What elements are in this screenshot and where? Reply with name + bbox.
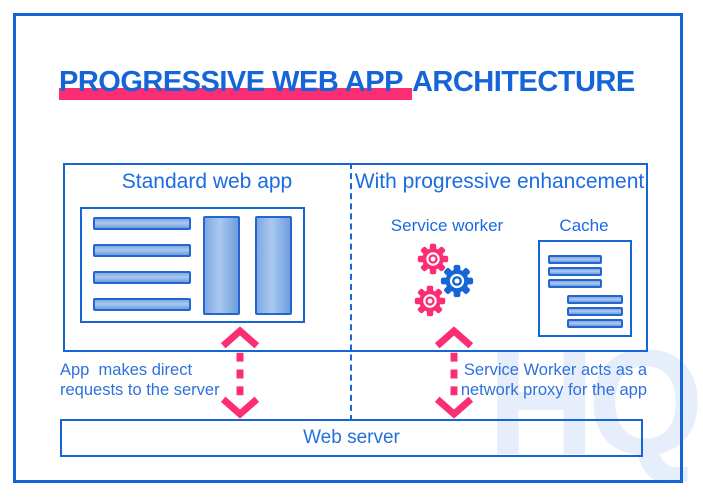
- cache-bar: [567, 319, 623, 328]
- panel-divider: [350, 163, 352, 421]
- cache-bar: [567, 295, 623, 304]
- content-bar: [93, 217, 191, 230]
- cache-bar: [567, 307, 623, 316]
- cache-bar: [548, 255, 602, 264]
- right-panel-heading: With progressive enhancement: [354, 170, 645, 193]
- web-server-label: Web server: [303, 427, 400, 448]
- cache-icon: [538, 240, 632, 337]
- column-bar: [203, 216, 240, 315]
- title-highlight: PROGRESSIVE WEB APP: [59, 66, 412, 100]
- cache-bar: [548, 279, 602, 288]
- left-panel-heading: Standard web app: [121, 170, 293, 193]
- architecture-panel: [63, 163, 648, 352]
- watermark-logo: HQ: [487, 318, 703, 486]
- bidirectional-dashed-arrow-icon: [218, 325, 262, 420]
- left-caption: App makes direct requests to the server: [60, 361, 220, 399]
- diagram-border: [13, 13, 683, 483]
- title-rest: ARCHITECTURE: [411, 66, 635, 98]
- gear-icon-blue: [440, 264, 474, 298]
- cache-label: Cache: [559, 216, 609, 235]
- content-bar: [93, 244, 191, 257]
- right-caption: Service Worker acts as a network proxy f…: [460, 361, 647, 399]
- browser-window-icon: [80, 207, 305, 323]
- column-bar: [255, 216, 292, 315]
- content-bar: [93, 271, 191, 284]
- service-worker-label: Service worker: [390, 216, 504, 235]
- cache-bar: [548, 267, 602, 276]
- web-server-box: Web server: [60, 419, 643, 457]
- content-bar: [93, 298, 191, 311]
